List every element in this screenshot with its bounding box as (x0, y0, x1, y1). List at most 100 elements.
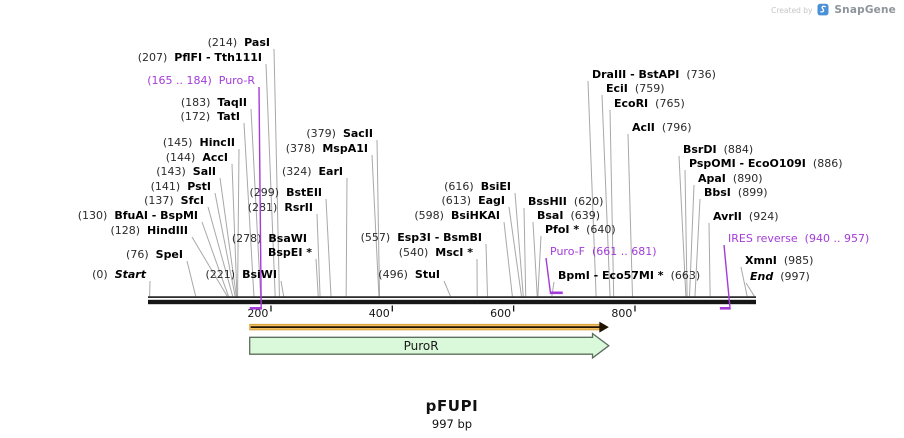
axis-tick-label-600: 600 (490, 307, 511, 320)
site-label-bbsi[interactable]: BbsI(899) (704, 186, 768, 199)
site-line-bbsi (694, 198, 701, 297)
site-line-ecori (609, 109, 615, 297)
site-label-eagi[interactable]: (613)EagI (442, 194, 506, 207)
site-line-eari (345, 177, 348, 297)
site-label-apai[interactable]: ApaI(890) (698, 172, 763, 185)
primer-label-ires-reverse[interactable]: IRES reverse(940 .. 957) (728, 232, 869, 245)
primer-line-ires-reverse (723, 244, 731, 310)
site-line-bsshii (523, 207, 527, 297)
site-line-bsiwi (280, 280, 285, 297)
site-label-bsai[interactable]: BsaI(639) (537, 209, 600, 222)
plasmid-length: 997 bp (431, 417, 473, 431)
site-line-end (745, 282, 755, 297)
site-line-pspomi-ecoo109i (684, 169, 688, 297)
site-label-xmni[interactable]: XmnI(985) (745, 254, 813, 267)
sequence-backbone-top-strand (148, 296, 756, 298)
site-line-ecii (601, 94, 611, 297)
site-line-bsai (532, 221, 538, 297)
site-line-sfci (207, 206, 234, 297)
axis-tick-label-800: 800 (611, 307, 632, 320)
site-line-bpmi-eco57mi (551, 281, 555, 297)
site-label-avrii[interactable]: AvrII(924) (713, 210, 779, 223)
created-by-text: Created by (771, 5, 813, 15)
site-label-mspa1i[interactable]: (378)MspA1I (286, 142, 368, 155)
site-label-eari[interactable]: (324)EarI (282, 165, 343, 178)
site-label-bsiei[interactable]: (616)BsiEI (444, 180, 511, 193)
site-label-bsiwi[interactable]: (221)BsiWI (205, 268, 277, 281)
site-line-bsrdi (678, 155, 687, 297)
site-label-bpmi-eco57mi[interactable]: BpmI - Eco57MI *(663) (558, 269, 700, 282)
site-label-hincii[interactable]: (145)HincII (163, 136, 235, 149)
site-line-pflfi-tth111i (265, 63, 276, 297)
site-label-esp3i-bsmbi[interactable]: (557)Esp3I - BsmBI (361, 231, 482, 244)
site-line-bsiei (514, 192, 524, 297)
site-label-bsihkai[interactable]: (598)BsiHKAI (414, 209, 500, 222)
site-line-avrii (708, 222, 711, 297)
site-line-spei (186, 260, 197, 297)
site-label-pflfi-tth111i[interactable]: (207)PflFI - Tth111I (138, 51, 262, 64)
axis-tick-600 (512, 305, 515, 312)
site-line-draiii-bstapi (587, 80, 597, 297)
primer-label-puro-r[interactable]: (165 .. 184)Puro-R (147, 74, 255, 87)
site-line-acci (231, 163, 238, 297)
site-line-eagi (508, 206, 522, 297)
site-line-stui (443, 280, 451, 297)
site-line-tati (243, 122, 255, 297)
site-label-msci[interactable]: (540)MscI * (399, 246, 474, 259)
site-line-esp3i-bsmbi (485, 243, 489, 297)
site-label-sacii[interactable]: (379)SacII (306, 127, 373, 140)
site-line-sacii (376, 139, 381, 297)
site-label-acli[interactable]: AclI(796) (632, 121, 692, 134)
site-line-taqii (250, 108, 262, 297)
site-label-acci[interactable]: (144)AccI (166, 151, 228, 164)
primer-label-puro-f[interactable]: Puro-F(661 .. 681) (550, 245, 657, 258)
axis-tick-800 (634, 305, 636, 312)
axis-tick-label-400: 400 (369, 307, 390, 320)
site-label-sfci[interactable]: (137)SfcI (144, 194, 204, 207)
site-label-spei[interactable]: (76)SpeI (126, 248, 183, 261)
site-label-pasi[interactable]: (214)PasI (208, 36, 270, 49)
site-line-xmni (740, 266, 748, 297)
site-line-rsrii (316, 213, 321, 297)
site-label-bfuai-bspmi[interactable]: (130)BfuAI - BspMI (78, 209, 198, 222)
site-label-end[interactable]: End(997) (750, 270, 810, 283)
site-line-pasi (273, 48, 280, 297)
snapgene-logo-icon (817, 3, 829, 17)
site-label-bsrdi[interactable]: BsrDI(884) (683, 143, 753, 156)
site-label-bsawi[interactable]: (278)BsaWI (232, 232, 307, 245)
site-label-psti[interactable]: (141)PstI (151, 180, 211, 193)
site-label-ecii[interactable]: EciI(759) (606, 82, 665, 95)
site-label-draiii-bstapi[interactable]: DraIII - BstAPI(736) (592, 68, 716, 81)
site-label-pspomi-ecoo109i[interactable]: PspOMI - EcoO109I(886) (689, 157, 843, 170)
site-label-bsshii[interactable]: BssHII(620) (528, 195, 603, 208)
primer-bar-puro-r[interactable] (249, 307, 262, 310)
site-label-start[interactable]: (0)Start (92, 268, 147, 281)
primer-bar-ires-reverse[interactable] (719, 307, 731, 310)
site-line-bsihkai (503, 221, 513, 297)
site-label-rsrii[interactable]: (281)RsrII (248, 201, 313, 214)
snapgene-brand-text: SnapGene (834, 4, 896, 16)
site-line-psti (214, 192, 236, 297)
site-label-bsteii[interactable]: (299)BstEII (250, 186, 322, 199)
site-line-hindiii (191, 236, 228, 297)
primer-bar-puro-f[interactable] (550, 291, 563, 295)
site-label-taqii[interactable]: (183)TaqII (181, 96, 247, 109)
site-label-stui[interactable]: (496)StuI (378, 268, 440, 281)
sequence-backbone-bottom-strand (148, 299, 756, 305)
site-line-hincii (237, 148, 240, 297)
site-line-mspa1i (371, 154, 380, 297)
feature-label-puror[interactable]: PuroR (404, 339, 439, 353)
axis-tick-200 (270, 305, 272, 312)
site-label-ecori[interactable]: EcoRI(765) (614, 97, 685, 110)
site-label-pfoi[interactable]: PfoI *(640) (545, 223, 616, 236)
site-label-bspei[interactable]: BspEI * (268, 246, 312, 259)
map-title-block: pFUPI 997 bp (0, 397, 904, 431)
axis-tick-400 (391, 305, 393, 312)
plasmid-title: pFUPI (425, 397, 479, 415)
feature-arrow-puror[interactable] (249, 332, 610, 360)
site-label-tati[interactable]: (172)TatI (181, 110, 240, 123)
site-label-sali[interactable]: (143)SalI (156, 165, 216, 178)
site-label-hindiii[interactable]: (128)HindIII (110, 224, 188, 237)
